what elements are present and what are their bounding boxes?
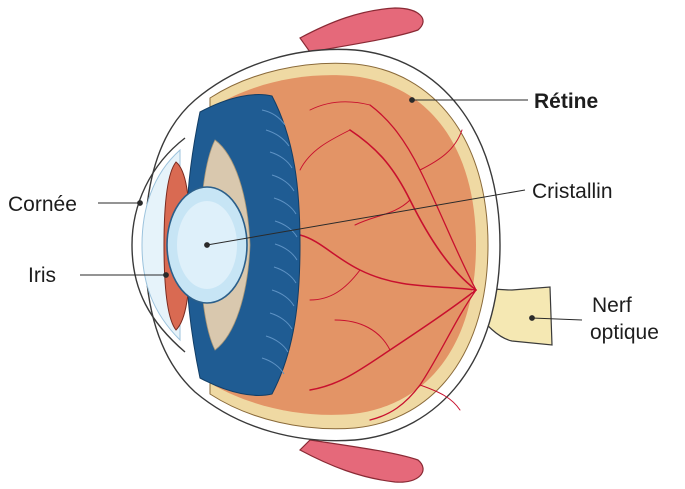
label-optic-nerve-line2: optique [590,322,659,343]
label-retina: Rétine [534,91,598,112]
label-cornea: Cornée [8,194,77,215]
label-lens: Cristallin [532,181,613,202]
lower-muscle [300,440,423,482]
label-iris: Iris [28,265,56,286]
upper-muscle [300,8,423,52]
label-optic-nerve-line1: Nerf [592,295,632,316]
